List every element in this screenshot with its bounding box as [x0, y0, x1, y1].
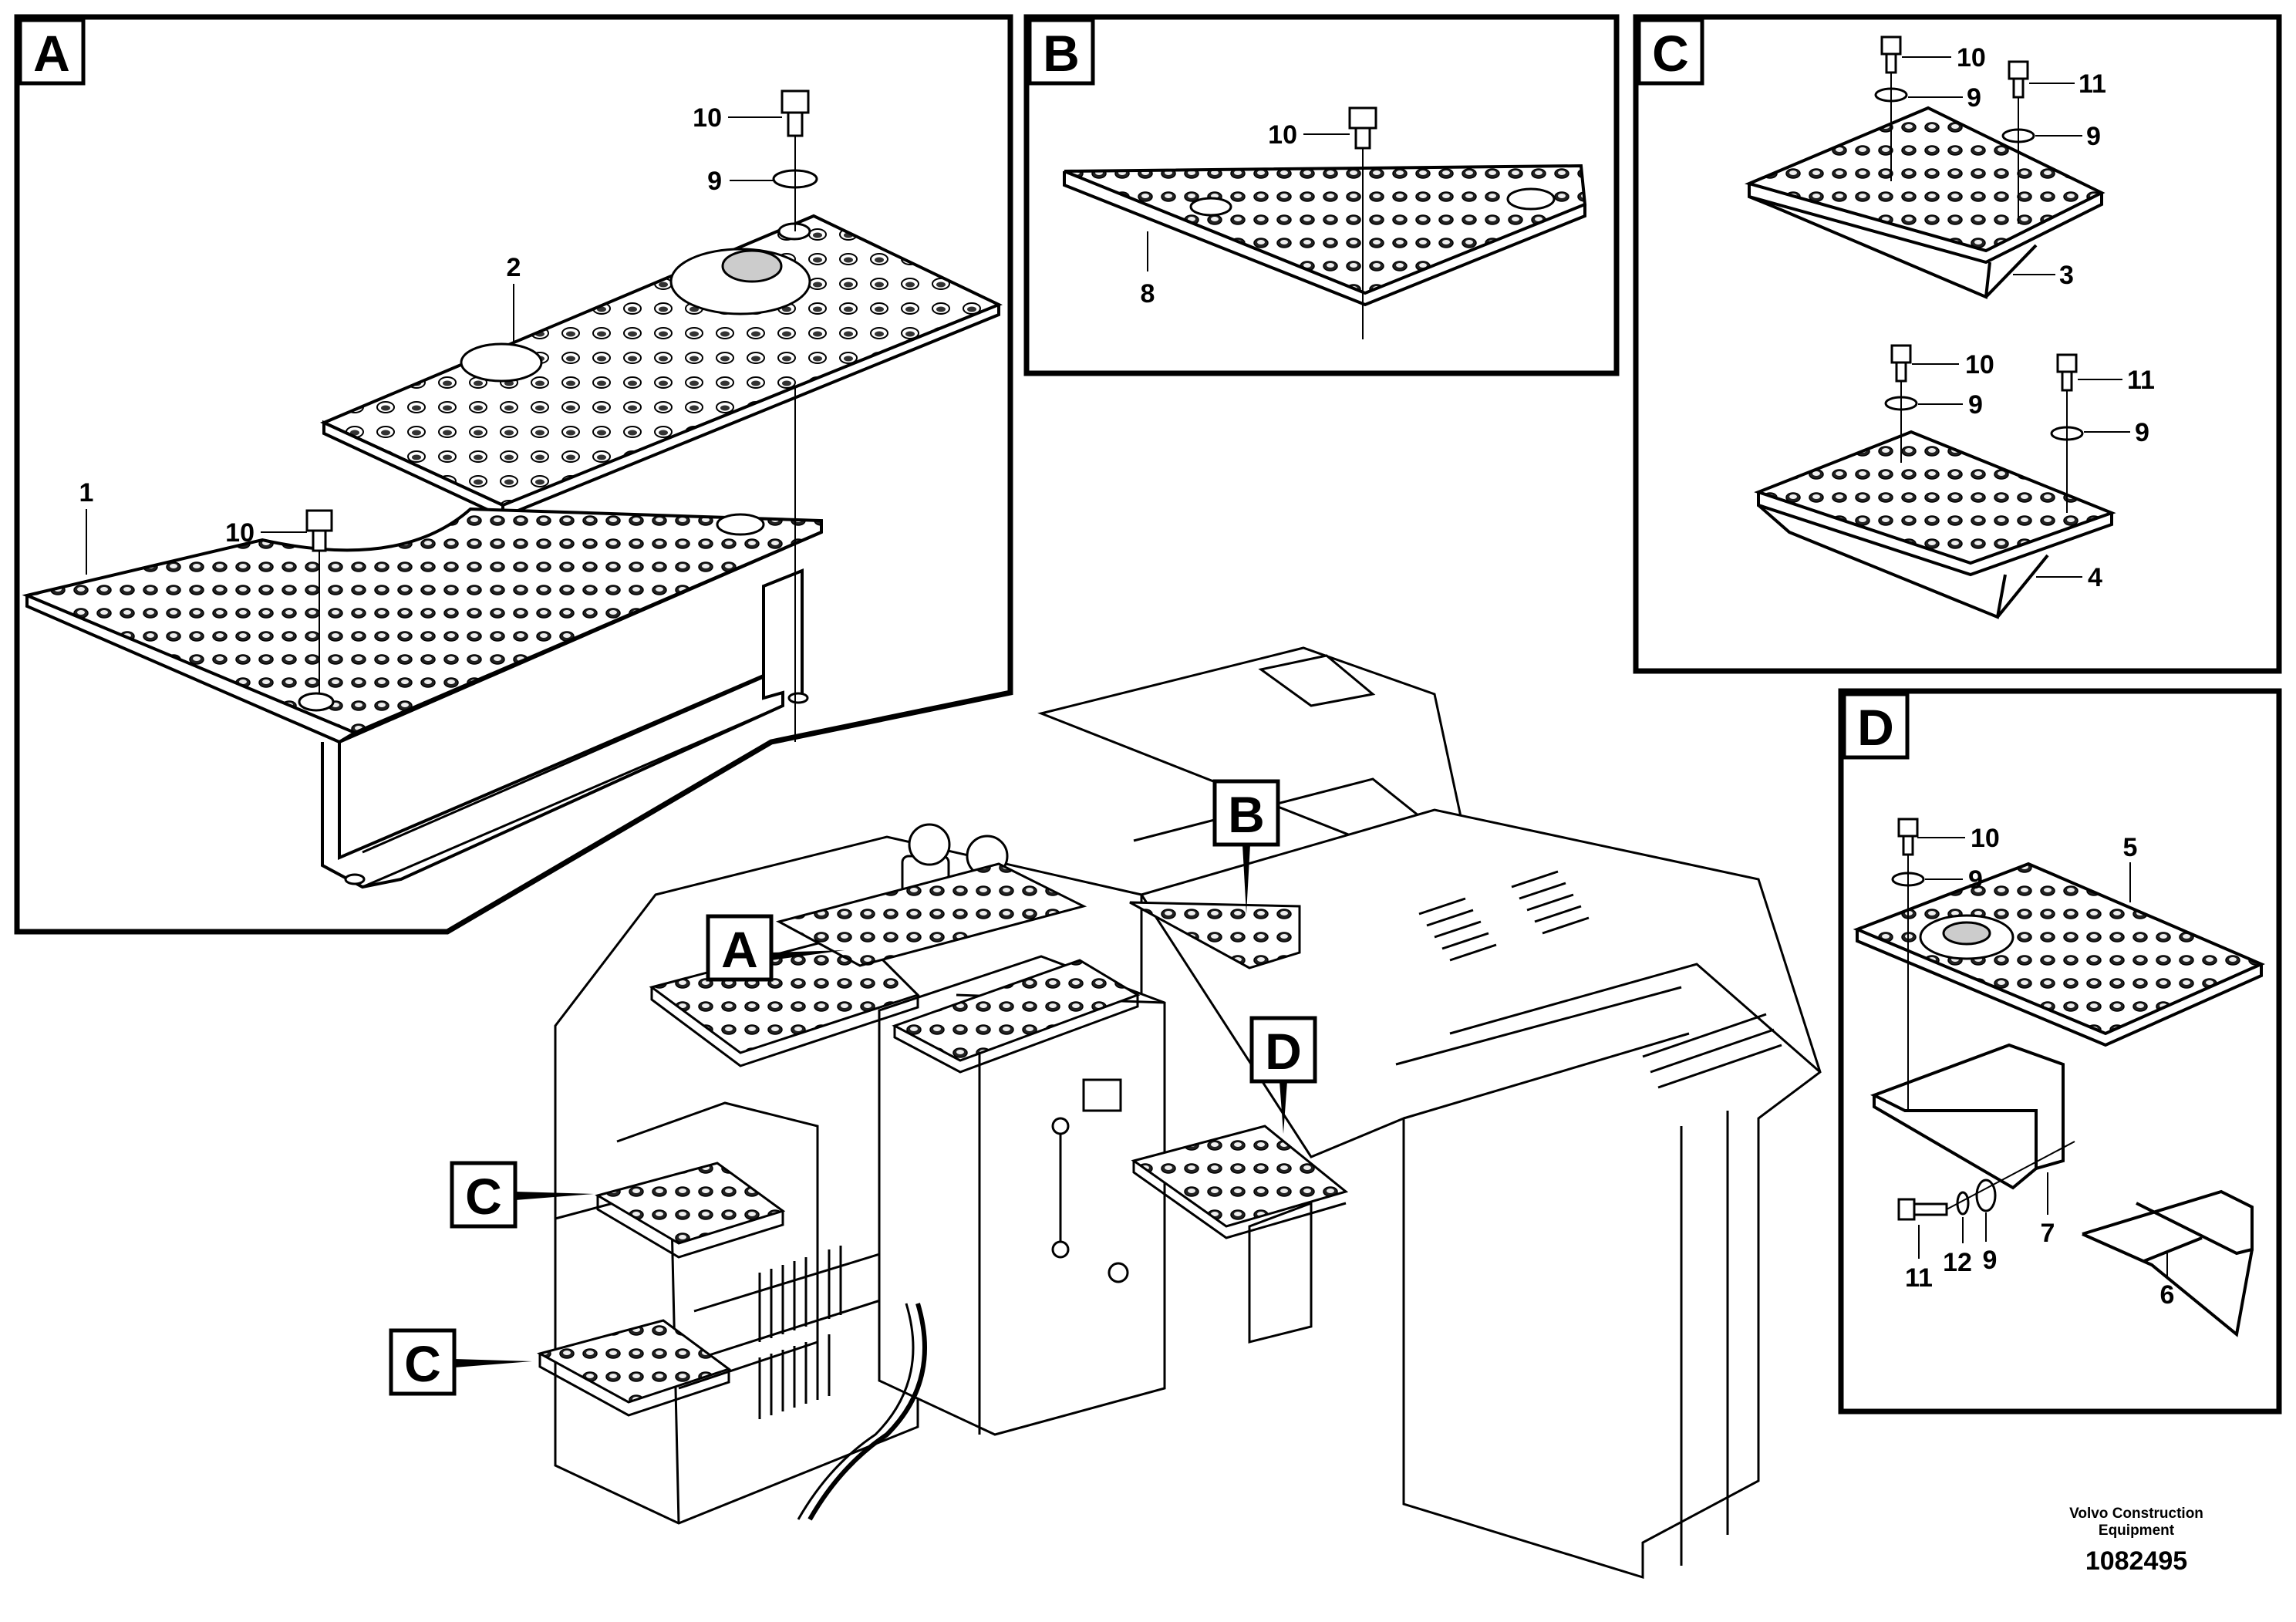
- label-9: 9: [707, 167, 722, 196]
- part-4-step: [1754, 430, 2116, 619]
- section-d-label: D: [1857, 699, 1894, 756]
- svg-text:C: C: [404, 1335, 441, 1392]
- bolt-10-d: [1897, 818, 1919, 838]
- part-8-plate: [1063, 164, 1587, 307]
- diagram-number: 1082495: [2085, 1546, 2188, 1576]
- bolt-11-c: [2056, 353, 2078, 373]
- label-10: 10: [225, 518, 255, 548]
- label-7: 7: [2041, 1219, 2055, 1248]
- bolt-10-a-lower: [305, 509, 333, 694]
- svg-text:A: A: [721, 921, 758, 978]
- label-9: 9: [1968, 865, 1983, 895]
- section-c-label: C: [1652, 25, 1689, 82]
- bolt-10-a-top: [781, 89, 810, 137]
- label-10: 10: [693, 103, 722, 133]
- label-11: 11: [2127, 366, 2155, 395]
- label-9: 9: [1983, 1246, 1998, 1275]
- svg-text:C: C: [465, 1168, 502, 1225]
- label-9: 9: [1968, 390, 1983, 420]
- label-10: 10: [1971, 824, 2000, 853]
- label-9: 9: [2086, 122, 2101, 151]
- label-11: 11: [1905, 1263, 1933, 1293]
- bolt-11-c: [2008, 60, 2029, 80]
- part-3-step: [1744, 106, 2106, 299]
- section-c-panel: C 10 9 11 9 3: [1633, 14, 2282, 674]
- section-b-panel: B 10 8: [1023, 14, 1620, 376]
- label-9: 9: [2135, 418, 2149, 447]
- section-a-panel: A: [14, 14, 1013, 935]
- section-b-label: B: [1043, 25, 1080, 82]
- label-9: 9: [1967, 83, 1981, 113]
- part-5-plate: [1853, 862, 2265, 1047]
- label-8: 8: [1141, 279, 1155, 309]
- washer-9-d: [1975, 1179, 1997, 1212]
- bolt-10-c: [1890, 344, 1912, 364]
- label-6: 6: [2160, 1280, 2175, 1310]
- label-4: 4: [2088, 563, 2102, 592]
- svg-text:D: D: [1265, 1023, 1302, 1080]
- label-2: 2: [507, 253, 521, 282]
- part-1-plate: [22, 507, 823, 889]
- label-10: 10: [1957, 43, 1986, 73]
- svg-text:B: B: [1228, 786, 1265, 843]
- label-1: 1: [79, 478, 94, 508]
- label-11: 11: [2079, 69, 2106, 99]
- machine-assembly: [554, 646, 1822, 1580]
- part-6-bracket: [2082, 1189, 2254, 1337]
- callout-a: A: [706, 914, 845, 982]
- label-5: 5: [2123, 833, 2138, 862]
- label-12: 12: [1943, 1248, 1972, 1277]
- bolt-11-d: [1897, 1198, 1948, 1221]
- callout-c-lower: C: [389, 1328, 532, 1396]
- manufacturer-credit: Volvo Construction Equipment: [2069, 1506, 2203, 1539]
- part-7-bracket: [1870, 1043, 2065, 1190]
- label-10: 10: [1268, 120, 1297, 150]
- label-3: 3: [2059, 261, 2074, 290]
- machine-plates: [537, 862, 1349, 1417]
- bolt-10-c: [1880, 35, 1902, 56]
- section-a-label: A: [33, 25, 70, 82]
- callout-b: B: [1212, 779, 1280, 914]
- section-d-panel: D: [1838, 688, 2282, 1415]
- bolt-10-b: [1348, 106, 1377, 339]
- part-2-plate: [320, 214, 1003, 520]
- callout-c-upper: C: [450, 1161, 594, 1229]
- callout-d: D: [1249, 1016, 1317, 1134]
- label-10: 10: [1965, 350, 1994, 379]
